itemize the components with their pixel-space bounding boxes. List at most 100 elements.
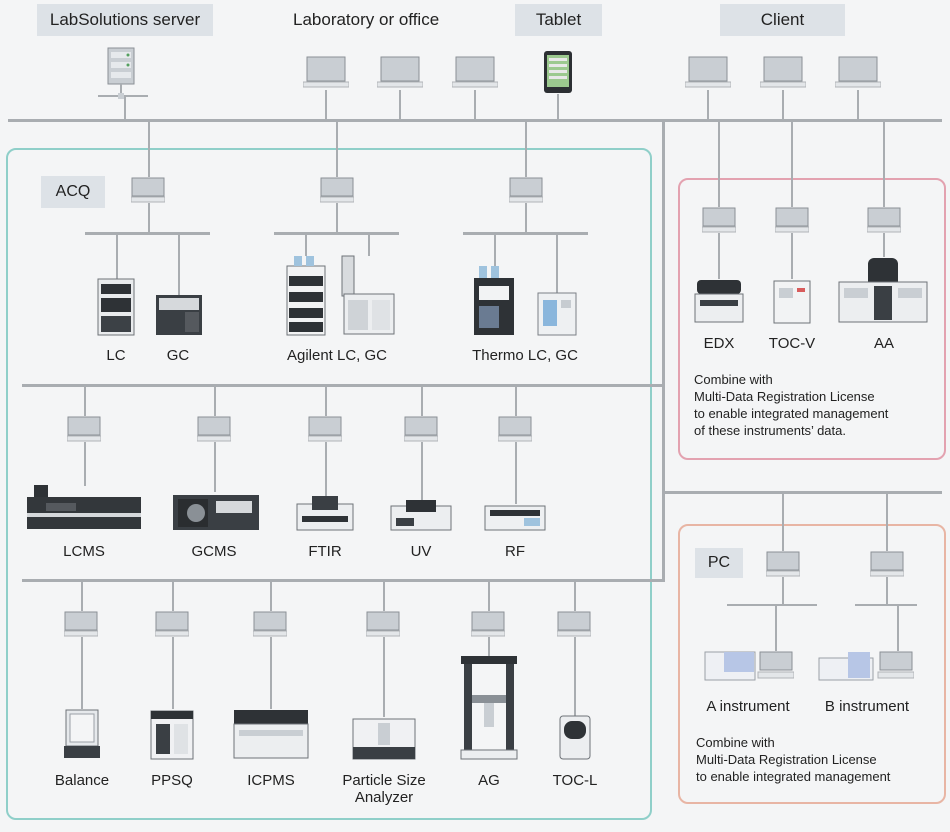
- network-trunk: [662, 119, 665, 581]
- network-line: [421, 386, 423, 416]
- network-line: [383, 581, 385, 611]
- network-line: [515, 386, 517, 416]
- network-line: [81, 637, 83, 709]
- pc-monitor-icon: [471, 611, 505, 637]
- pc-monitor-icon: [308, 416, 342, 442]
- thermo-gc-instrument-icon: [537, 292, 577, 336]
- network-line: [525, 121, 527, 177]
- network-line: [775, 605, 777, 651]
- pc-monitor-icon: [155, 611, 189, 637]
- b-instrument-icon: [818, 651, 914, 681]
- network-line: [488, 637, 490, 657]
- network-line: [791, 233, 793, 279]
- pc-monitor-icon: [775, 207, 809, 233]
- network-line: [399, 90, 401, 120]
- network-line: [81, 581, 83, 611]
- pc-tag: PC: [695, 548, 743, 578]
- edx-instrument-icon: [694, 280, 744, 323]
- network-line: [325, 90, 327, 120]
- network-line: [325, 442, 327, 496]
- instrument-label-ftir: FTIR: [308, 543, 342, 560]
- pc-monitor-icon: [702, 207, 736, 233]
- network-line: [305, 234, 307, 256]
- instrument-label-edx: EDX: [703, 335, 735, 352]
- network-line: [782, 90, 784, 120]
- pc-monitor-icon: [404, 416, 438, 442]
- pc-monitor-icon: [557, 611, 591, 637]
- instrument-label-gc: GC: [166, 347, 190, 364]
- multi-data-box: [678, 178, 946, 460]
- instrument-label-uv: UV: [410, 543, 432, 560]
- header-labsolutions-server: LabSolutions server: [37, 4, 213, 36]
- network-line: [172, 637, 174, 709]
- note-line: to enable integrated management: [696, 769, 891, 784]
- pc-monitor-icon: [131, 177, 165, 203]
- balance-instrument-icon: [64, 709, 100, 758]
- pc-monitor-icon: [320, 177, 354, 203]
- network-branch: [85, 232, 210, 235]
- acq-tag: ACQ: [41, 176, 105, 208]
- instrument-label-ppsq: PPSQ: [151, 772, 193, 789]
- ppsq-instrument-icon: [150, 710, 194, 760]
- header-tablet: Tablet: [515, 4, 602, 36]
- laptop-icon: [685, 56, 731, 88]
- network-branch: [727, 604, 817, 606]
- instrument-label-analyzer: Analyzer: [354, 789, 414, 806]
- instrument-label-gcms: GCMS: [191, 543, 237, 560]
- note-line: Multi-Data Registration License: [694, 389, 875, 404]
- network-line: [718, 233, 720, 279]
- network-line: [515, 442, 517, 504]
- note-line: to enable integrated management: [694, 406, 889, 421]
- pc-tag-label: PC: [707, 554, 731, 571]
- laptop-icon: [835, 56, 881, 88]
- laptop-icon: [760, 56, 806, 88]
- network-line: [574, 637, 576, 717]
- agilent-lc-instrument-icon: [286, 256, 326, 336]
- instrument-label-aa: AA: [873, 335, 895, 352]
- instrument-label-rf: RF: [505, 543, 525, 560]
- network-line: [116, 234, 118, 280]
- section-divider: [22, 384, 665, 387]
- lcms-instrument-icon: [27, 485, 141, 529]
- network-line: [270, 581, 272, 611]
- network-line: [148, 203, 150, 233]
- instrument-label-particle-size: Particle Size: [342, 772, 426, 789]
- acq-tag-label: ACQ: [55, 183, 91, 200]
- instrument-label-lcms: LCMS: [63, 543, 105, 560]
- network-line: [782, 493, 784, 551]
- laptop-icon: [452, 56, 498, 88]
- pc-monitor-icon: [253, 611, 287, 637]
- network-line: [886, 577, 888, 605]
- network-line: [557, 94, 559, 120]
- network-line: [336, 203, 338, 233]
- network-line: [84, 386, 86, 416]
- multi-data-note: Combine with Multi-Data Registration Lic…: [694, 371, 888, 439]
- pc-note: Combine with Multi-Data Registration Lic…: [696, 734, 890, 785]
- network-line: [84, 442, 86, 486]
- note-line: of these instruments’ data.: [694, 423, 846, 438]
- laptop-icon: [377, 56, 423, 88]
- toc-l-instrument-icon: [559, 715, 591, 760]
- network-line: [782, 577, 784, 605]
- network-line: [368, 234, 370, 256]
- network-line: [556, 234, 558, 294]
- network-line: [886, 493, 888, 551]
- network-line: [883, 121, 885, 207]
- network-branch: [662, 491, 942, 494]
- pc-monitor-icon: [509, 177, 543, 203]
- agilent-gc-instrument-icon: [341, 255, 395, 335]
- network-line: [325, 386, 327, 416]
- instrument-label-icpms: ICPMS: [247, 772, 295, 789]
- gcms-instrument-icon: [173, 495, 259, 530]
- network-line: [897, 605, 899, 651]
- header-laboratory-or-office: Laboratory or office: [293, 10, 440, 29]
- network-line: [172, 581, 174, 611]
- network-line: [718, 121, 720, 207]
- network-line: [857, 90, 859, 120]
- network-line: [148, 121, 150, 177]
- a-instrument-icon: [704, 651, 794, 681]
- instrument-label-balance: Balance: [54, 772, 110, 789]
- instrument-label-a: A instrument: [706, 698, 790, 715]
- thermo-lc-instrument-icon: [474, 266, 514, 335]
- pc-monitor-icon: [498, 416, 532, 442]
